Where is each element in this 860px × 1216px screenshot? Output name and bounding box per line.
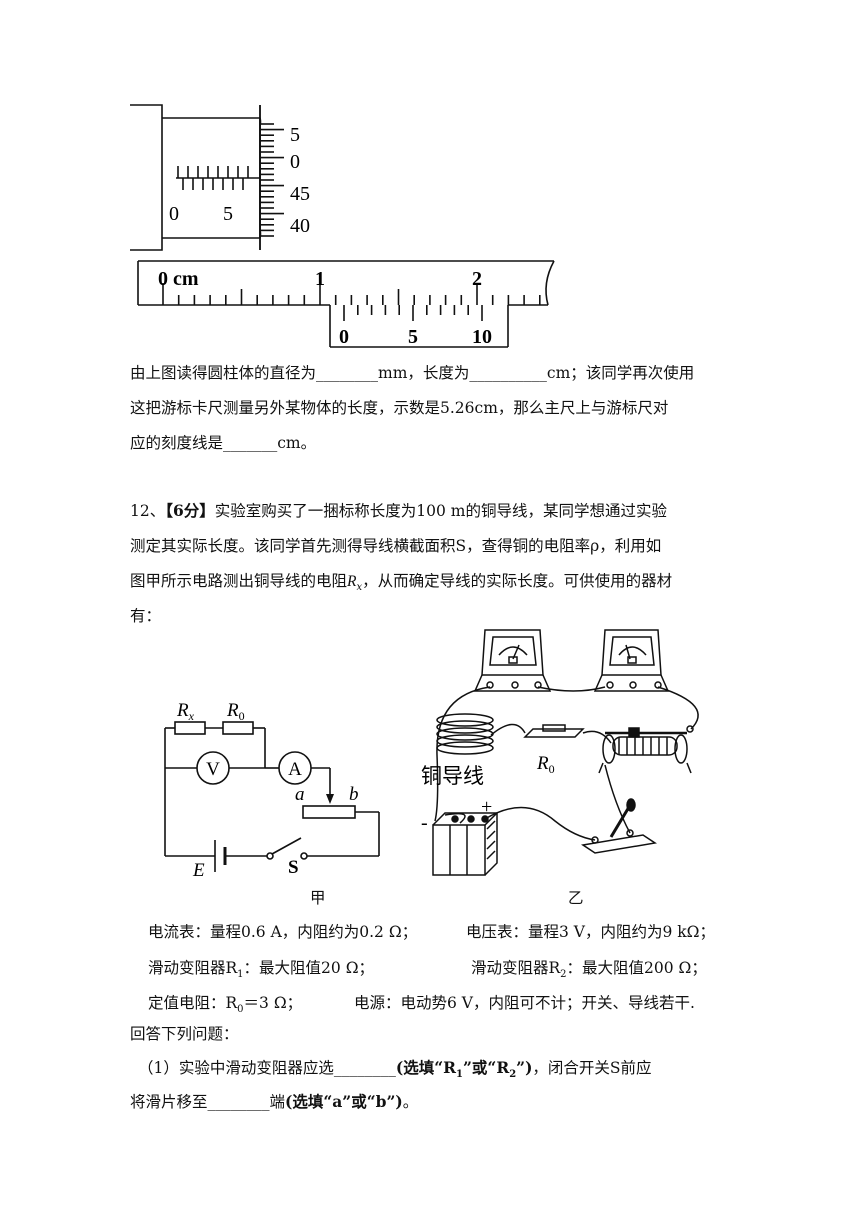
caliper-main-label-2: 2 [472, 268, 482, 290]
micrometer-figure: 0 5 5 0 45 40 [130, 104, 310, 251]
q12-text-1: 实验室购买了一捆标称长度为100 m的铜导线，某同学想通过实验 [214, 502, 667, 520]
vernier-label-10: 10 [472, 326, 492, 348]
q12-text-3a: 图甲所示电路测出铜导线的电阻 [130, 572, 348, 590]
jia-rx-label: Rx [176, 700, 195, 723]
circuit-diagram-yi: 铜导线 R0 - + [421, 629, 699, 876]
caliper-figure: 0 cm 1 2 0 5 10 [137, 260, 555, 348]
thimble-label-40: 40 [290, 215, 310, 237]
q12-line-2: 测定其实际长度。该同学首先测得导线横截面积S，查得铜的电阻率ρ，利用如 [130, 537, 662, 555]
equip-source: 电源：电动势6 V，内阻可不计；开关、导线若干. [354, 994, 695, 1012]
battery-device [432, 812, 499, 876]
switch-device [581, 798, 657, 854]
q11-line-3: 应的刻度线是_______cm。 [130, 434, 317, 452]
jia-switch-label: S [288, 857, 299, 878]
rheostat-device [598, 725, 694, 774]
q11-line-2: 这把游标卡尺测量另外某物体的长度，示数是5.26cm，那么主尺上与游标尺对 [130, 399, 669, 417]
equip-voltmeter: 电压表：量程3 V，内阻约为9 kΩ； [466, 923, 716, 941]
q11-line-1: 由上图读得圆柱体的直径为________mm，长度为__________cm；该… [130, 364, 695, 382]
equip-ammeter: 电流表：量程0.6 A，内阻约为0.2 Ω； [148, 923, 418, 941]
thimble-label-0: 0 [290, 151, 300, 173]
ammeter-device [593, 629, 670, 692]
voltmeter-device [473, 629, 552, 692]
caliper-main-label-0cm: 0 cm [158, 268, 199, 290]
circuit-diagram-jia: Rx R0 V A a b E S [164, 700, 380, 880]
caliper-main-label-1: 1 [315, 268, 325, 290]
q12-line-1: 12、【6分】实验室购买了一捆标称长度为100 m的铜导线，某同学想通过实验 [130, 493, 667, 529]
yi-copper-wire-label: 铜导线 [421, 764, 484, 788]
answer-prompt: 回答下列问题： [130, 1025, 239, 1043]
jia-voltmeter-symbol: V [206, 759, 220, 780]
jia-ammeter-symbol: A [288, 759, 302, 780]
sub1-line-1: （1）实验中滑动变阻器应选________(选填“R1”或“R2”)，闭合开关S… [138, 1058, 652, 1081]
q12-text-3b: ，从而确定导线的实际长度。可供使用的器材 [362, 572, 673, 590]
equip-fixed-resistor: 定值电阻：R0＝3 Ω； [148, 994, 303, 1016]
jia-r0-label: R0 [226, 700, 245, 723]
q12-line-3: 图甲所示电路测出铜导线的电阻Rx，从而确定导线的实际长度。可供使用的器材 [130, 563, 672, 600]
yi-r0-label: R0 [536, 753, 555, 776]
caption-jia: 甲 [310, 889, 326, 907]
yi-battery-plus: + [481, 796, 492, 818]
jia-terminal-a: a [295, 784, 305, 805]
thimble-label-45: 45 [290, 183, 310, 205]
sleeve-label-0: 0 [169, 203, 179, 225]
yi-battery-minus: - [421, 812, 428, 834]
q12-score: 【6分】 [165, 501, 215, 520]
rx-subscript: x [356, 582, 363, 594]
thimble-label-5: 5 [290, 124, 300, 146]
sleeve-label-5: 5 [223, 203, 233, 225]
equip-rheostat-r2: 滑动变阻器R2：最大阻值200 Ω； [471, 959, 707, 981]
equip-rheostat-r1: 滑动变阻器R1：最大阻值20 Ω； [148, 959, 375, 981]
q12-number: 12、 [130, 502, 166, 520]
vernier-label-5: 5 [408, 326, 418, 348]
sub1-line-2: 将滑片移至________端(选填“a”或“b”)。 [130, 1092, 419, 1111]
jia-terminal-b: b [349, 784, 359, 805]
jia-emf-label: E [192, 860, 205, 880]
q12-line-4: 有： [130, 607, 162, 625]
rx-symbol: R [347, 573, 357, 590]
vernier-label-0: 0 [339, 326, 349, 348]
caption-yi: 乙 [568, 889, 584, 907]
